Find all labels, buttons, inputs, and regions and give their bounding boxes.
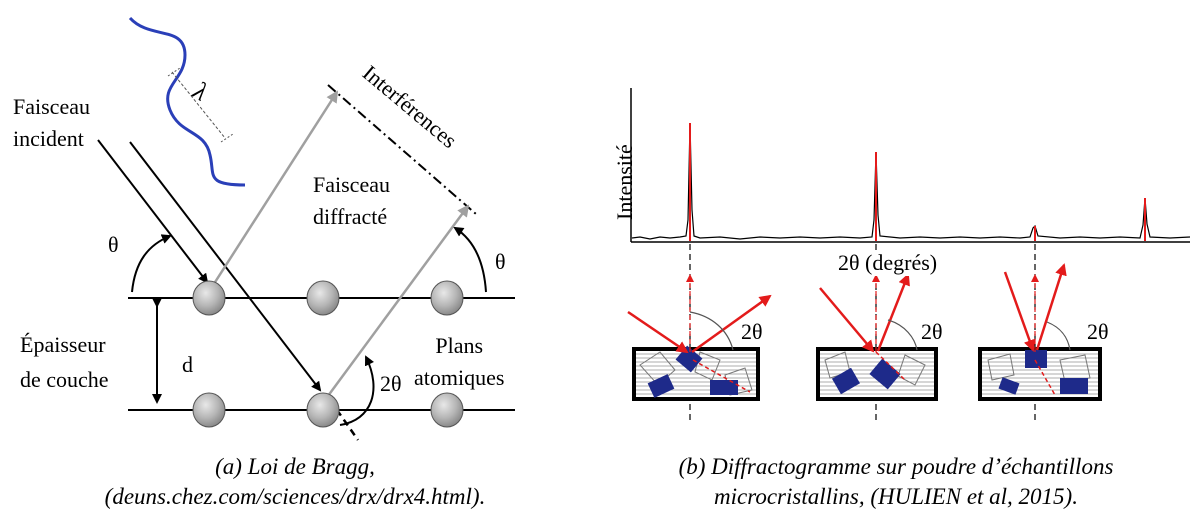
atom	[430, 280, 464, 316]
diffracted-ray	[876, 273, 910, 352]
incident-beam-label: Faisceau incident	[13, 94, 90, 151]
crystal-sample-3	[978, 347, 1102, 401]
interference-line	[327, 84, 477, 215]
x-ray-beams	[627, 263, 1067, 354]
theta-right-label: θ	[495, 249, 506, 274]
two-theta-label-2: 2θ	[921, 319, 943, 344]
wavelength-wave	[128, 16, 246, 187]
crystal-sample-1	[632, 345, 760, 401]
diffractogram-plot	[627, 88, 1191, 420]
diffracted-beam-label: Faisceau diffracté	[313, 172, 390, 229]
atom	[430, 392, 464, 428]
incident-ray	[627, 310, 689, 354]
two-theta-label-3: 2θ	[1087, 319, 1109, 344]
beam-extension	[328, 399, 360, 441]
atom	[306, 280, 340, 316]
incident-ray	[1003, 271, 1036, 352]
y-axis-label: Intensité	[612, 144, 637, 220]
diffracted-beam-1	[208, 90, 339, 291]
diffraction-curve	[631, 122, 1191, 240]
diffracted-beam-2	[323, 204, 470, 401]
caption-b: (b) Diffractogramme sur poudre d’échanti…	[678, 454, 1114, 509]
peak-markers	[689, 123, 1146, 241]
two-theta-arc	[339, 355, 375, 426]
atom	[306, 392, 340, 428]
two-theta-label-1: 2θ	[741, 319, 763, 344]
thickness-label: Épaisseur de couche	[20, 332, 109, 392]
two-theta-arcs	[689, 311, 1071, 351]
x-axis-label: 2θ (degrés)	[835, 250, 941, 276]
theta-arc-left	[131, 234, 172, 293]
caption-a: (a) Loi de Bragg, (deuns.chez.com/scienc…	[104, 454, 486, 509]
two-theta-label: 2θ	[380, 371, 402, 396]
atoms	[192, 280, 464, 428]
wavelength-marker	[171, 71, 226, 139]
incident-beam-1	[97, 139, 209, 284]
diffracted-ray	[1035, 263, 1067, 351]
atomic-planes-label: Plans atomiques	[414, 333, 505, 390]
theta-left-label: θ	[108, 232, 119, 257]
theta-arc-right	[453, 226, 487, 293]
diffracted-ray	[691, 294, 772, 354]
incident-ray	[819, 287, 875, 353]
crystal-sample-2	[816, 347, 938, 401]
bragg-diagram	[97, 16, 515, 441]
atom	[192, 280, 226, 316]
d-label: d	[182, 352, 193, 377]
atom	[192, 392, 226, 428]
